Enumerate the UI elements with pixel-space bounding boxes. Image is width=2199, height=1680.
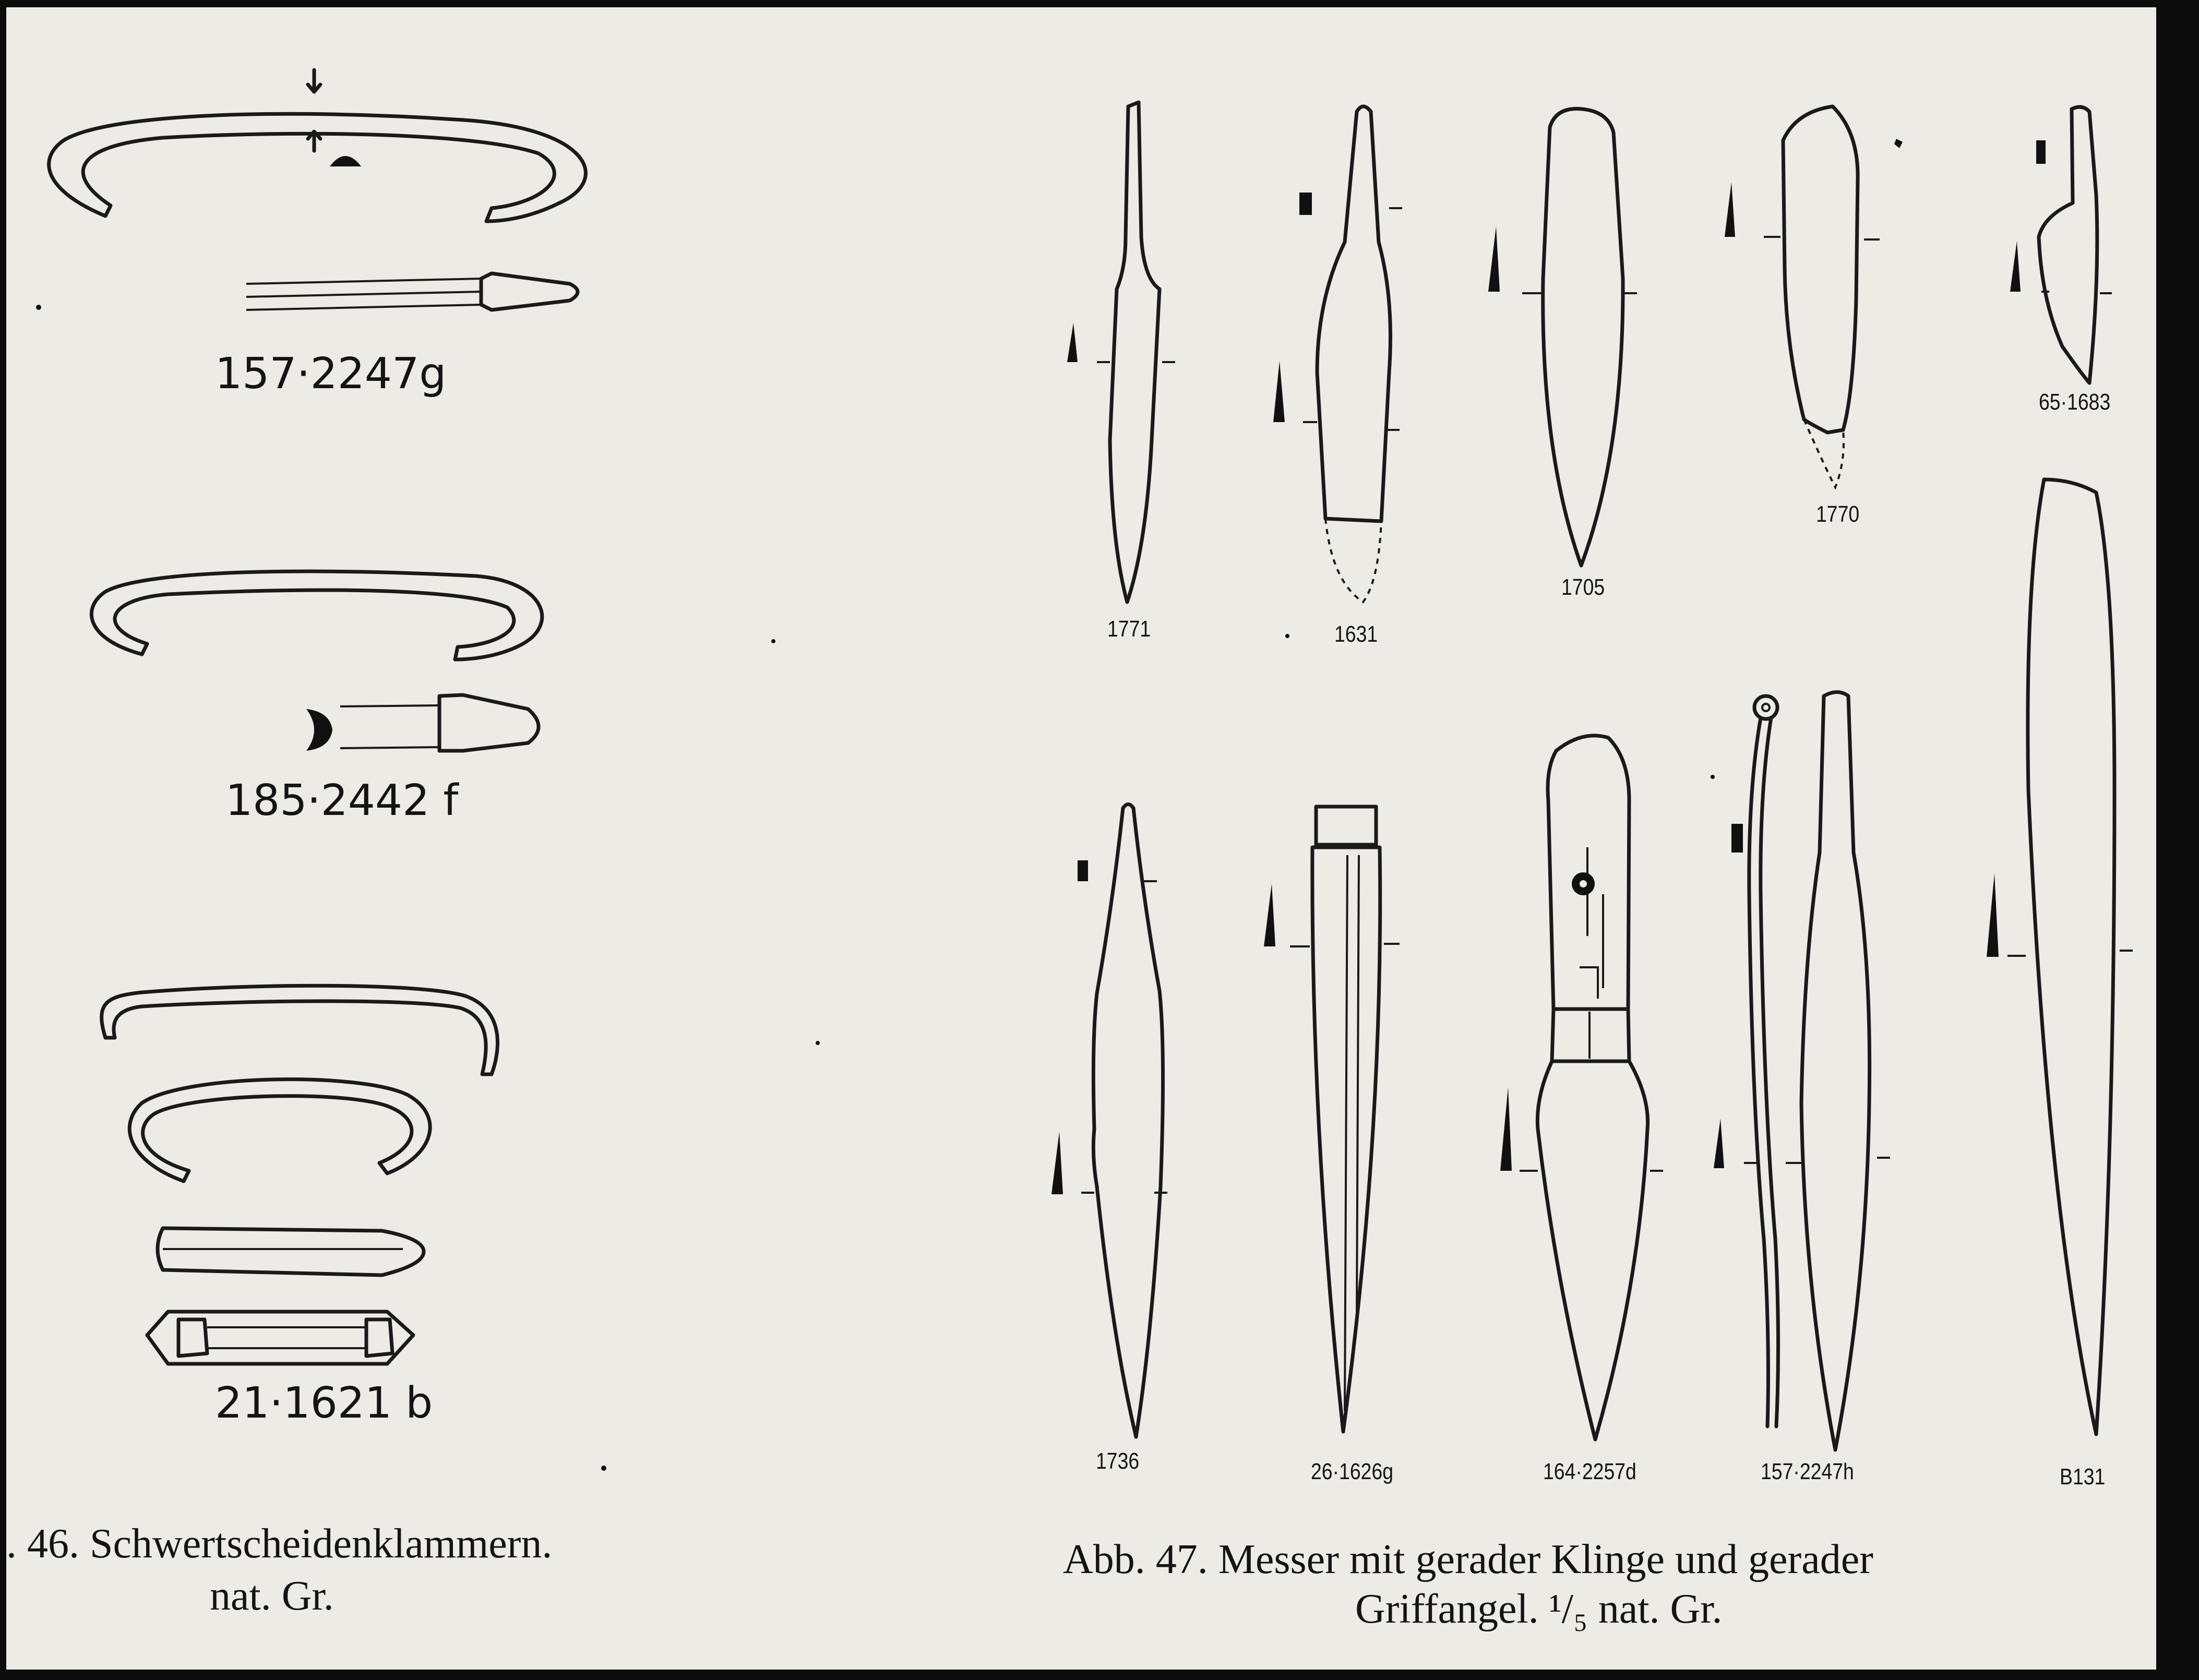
fig47-label-157-2247h: 157·2247h <box>1761 1459 1854 1484</box>
plate: 157·2247g 185·2442 f 21·1621 b 1771 1631… <box>6 7 2156 1670</box>
fig47-label-1771: 1771 <box>1107 616 1151 642</box>
knife-1705 <box>1488 106 1637 568</box>
fig47-label-1770: 1770 <box>1816 501 1860 527</box>
fig46-caption-line1: . 46. Schwertscheidenklammern. <box>6 1521 553 1567</box>
fig46-label-2: 185·2442 f <box>225 776 459 825</box>
fig47-label-1631: 1631 <box>1334 621 1378 647</box>
fig47-label-B131: B131 <box>2060 1464 2106 1490</box>
knife-1736 <box>1051 802 1167 1439</box>
knife-1771 <box>1067 100 1175 604</box>
knife-65-1683 <box>1894 105 2112 385</box>
knife-26-1626g <box>1264 805 1400 1434</box>
knife-1631 <box>1273 104 1402 604</box>
fig47-caption-line2: Griffangel. ¹/₅ nat. Gr. <box>1355 1586 1723 1632</box>
fig47-label-65-1683: 65·1683 <box>2039 389 2111 415</box>
plate-drawings <box>36 68 2133 1471</box>
clamp-185-2442f <box>89 569 544 753</box>
clamp-157-2247g <box>47 68 588 312</box>
fig47-label-1736: 1736 <box>1096 1448 1140 1474</box>
knife-1770 <box>1725 104 1880 490</box>
fig47-caption-line1: Abb. 47. Messer mit gerader Klinge und g… <box>1063 1537 1873 1582</box>
dust-specks <box>36 305 1715 1471</box>
fig46-caption-line2: nat. Gr. <box>210 1573 334 1619</box>
fig46-label-1: 157·2247g <box>215 349 447 399</box>
knife-157-2247h <box>1714 690 1890 1452</box>
knife-164-2257d <box>1500 734 1663 1442</box>
fig46-label-3: 21·1621 b <box>215 1378 433 1428</box>
clamp-21-1621b <box>100 983 499 1366</box>
fig47-label-26-1626g: 26·1626g <box>1311 1459 1394 1484</box>
fig47-label-1705: 1705 <box>1561 574 1605 600</box>
knife-B131 <box>1987 477 2133 1436</box>
fig47-label-164-2257d: 164·2257d <box>1543 1459 1636 1484</box>
